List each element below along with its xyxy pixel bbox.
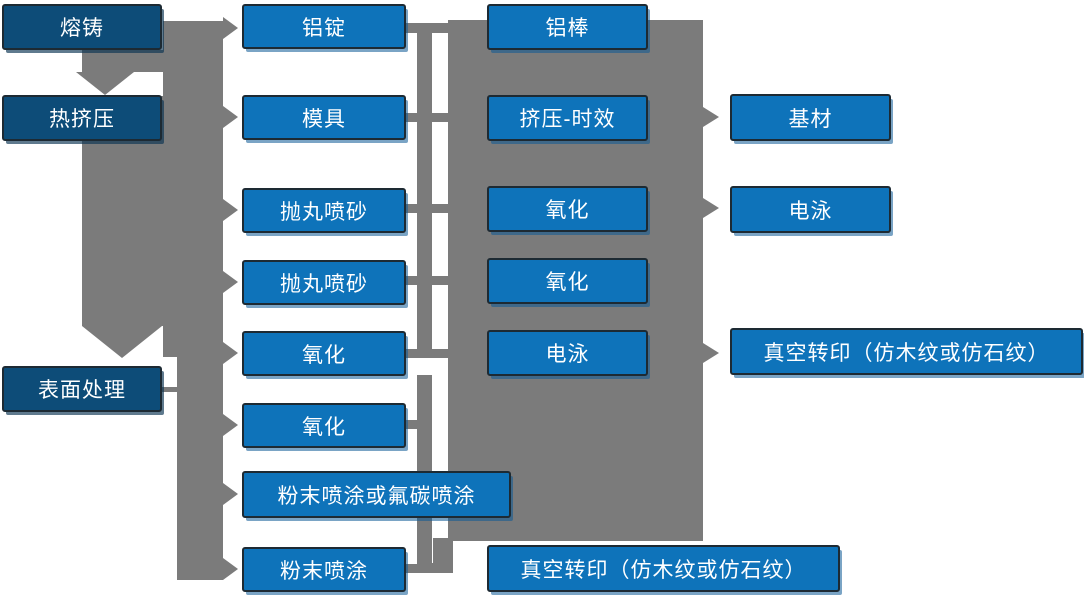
arrow-right-to-vacuum-transfer-icon <box>703 343 719 363</box>
node-surface-treatment: 表面处理 <box>2 366 162 412</box>
connector-stub-electrophoresis <box>406 349 448 358</box>
connector-mid-bar-upper <box>417 23 432 356</box>
connector-stub-oxidation-c3-2 <box>406 276 448 285</box>
node-hot-extrusion: 热挤压 <box>2 95 162 141</box>
node-oxidation-c2-1: 氧化 <box>242 331 406 376</box>
node-oxidation-c2-2: 氧化 <box>242 403 406 448</box>
arrow-right-to-mold-icon <box>223 106 238 128</box>
node-powder-or-fluorocarbon-coating: 粉末喷涂或氟碳喷涂 <box>242 471 511 518</box>
node-aluminum-rod: 铝棒 <box>487 4 648 50</box>
connector-band-melting <box>82 50 163 72</box>
node-base-material: 基材 <box>730 94 891 141</box>
arrow-down-to-surface-treatment-icon <box>82 326 162 358</box>
node-vacuum-transfer-bottom: 真空转印（仿木纹或仿石纹） <box>487 545 840 592</box>
connector-hanging-piece <box>433 538 453 573</box>
arrow-right-to-shot-blasting-1-icon <box>223 199 238 221</box>
node-powder-coating: 粉末喷涂 <box>242 547 406 592</box>
arrow-right-to-base-material-icon <box>703 107 719 127</box>
arrow-right-to-powder-coating-icon <box>223 558 238 580</box>
connector-left-spine-bottom <box>177 357 223 580</box>
node-electrophoresis-c3: 电泳 <box>487 330 648 376</box>
node-shot-blasting-1: 抛丸喷砂 <box>242 188 406 233</box>
connector-stub-extrusion-aging <box>406 113 448 122</box>
arrow-right-to-aluminum-ingot-icon <box>223 17 238 39</box>
node-melting-casting: 熔铸 <box>2 4 162 50</box>
node-oxidation-c3-2: 氧化 <box>487 258 648 304</box>
connector-left-spine-top <box>163 21 223 357</box>
node-vacuum-transfer-right: 真空转印（仿木纹或仿石纹） <box>730 328 1083 375</box>
arrow-right-to-oxidation-1-icon <box>223 342 238 364</box>
node-shot-blasting-2: 抛丸喷砂 <box>242 260 406 305</box>
node-oxidation-c3-1: 氧化 <box>487 186 648 232</box>
arrow-right-to-electrophoresis-c4-icon <box>703 198 719 218</box>
arrow-right-to-powder-fluorocarbon-icon <box>223 483 238 505</box>
arrow-right-to-shot-blasting-2-icon <box>223 271 238 293</box>
arrow-down-to-hot-extrusion-icon <box>76 72 134 95</box>
connector-surface-treatment-stub <box>162 387 178 392</box>
node-extrusion-aging: 挤压-时效 <box>487 95 648 141</box>
node-mold: 模具 <box>242 95 406 140</box>
connector-stub-powder-coating <box>406 564 417 573</box>
arrow-right-to-oxidation-2-icon <box>223 414 238 436</box>
connector-stub-oxidation-c3-1 <box>406 204 448 213</box>
node-aluminum-ingot: 铝锭 <box>242 4 406 49</box>
node-electrophoresis-c4: 电泳 <box>730 186 891 233</box>
connector-stub-oxidation-c2-2 <box>406 420 417 429</box>
connector-stub-aluminum-rod <box>406 23 448 33</box>
